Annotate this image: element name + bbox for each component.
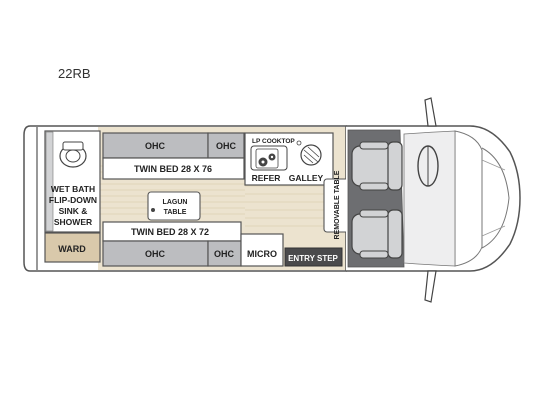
- wet-bath-label-line-3: SINK &: [59, 206, 88, 216]
- mirror-top-icon: [424, 97, 437, 127]
- model-name: 22RB: [58, 66, 91, 81]
- van-body-outline: [23, 125, 347, 272]
- wardrobe: [44, 232, 101, 263]
- hood: [481, 147, 510, 249]
- ohc-bottom-left: [102, 240, 209, 267]
- lagun-table-label-line-1: LAGUN: [163, 199, 188, 206]
- toilet-icon: [59, 141, 87, 168]
- wet-bath-label-line-1: WET BATH: [51, 184, 95, 194]
- mirror-bottom-icon: [424, 270, 437, 303]
- microwave: [240, 233, 284, 267]
- entry-step-label: ENTRY STEP: [288, 254, 338, 263]
- microwave-label: MICRO: [247, 249, 277, 259]
- wet-bath-label-line-4: SHOWER: [54, 217, 92, 227]
- twin-bed-top-label: TWIN BED 28 X 76: [134, 164, 212, 174]
- driver-seat-icon: [351, 141, 403, 191]
- galley-label: GALLEY: [289, 173, 324, 183]
- lp-cooktop-label: LP COOKTOP: [252, 138, 295, 145]
- refer-label: REFER: [252, 173, 281, 183]
- windshield: [454, 130, 483, 267]
- bath-shelf: [45, 131, 54, 232]
- wet-bath-label-line-2: FLIP-DOWN: [49, 195, 97, 205]
- sink-icon: [296, 140, 322, 166]
- cooktop-icon: [250, 145, 288, 171]
- ohc-top-left: [102, 132, 209, 159]
- hood-line-bottom: [481, 225, 506, 237]
- twin-bed-top: [102, 157, 245, 180]
- hood-line-top: [481, 159, 506, 171]
- removable-table-label: REMOVABLE TABLE: [334, 170, 341, 239]
- ohc-bottom-left-label: OHC: [145, 249, 166, 259]
- passenger-seat-icon: [351, 209, 403, 259]
- ohc-bottom-right-label: OHC: [214, 249, 235, 259]
- entry-step: [284, 247, 343, 267]
- lagun-table: LAGUN TABLE: [147, 191, 201, 221]
- ohc-top-left-label: OHC: [145, 141, 166, 151]
- ohc-top-right: [207, 132, 245, 159]
- ohc-top-right-label: OHC: [216, 141, 237, 151]
- twin-bed-bottom-label: TWIN BED 28 X 72: [131, 227, 209, 237]
- lagun-table-label-line-2: TABLE: [164, 209, 187, 216]
- ohc-bottom-right: [207, 240, 242, 267]
- wardrobe-label: WARD: [58, 244, 86, 254]
- dashboard: [403, 130, 456, 267]
- steering-wheel-icon: [417, 145, 439, 187]
